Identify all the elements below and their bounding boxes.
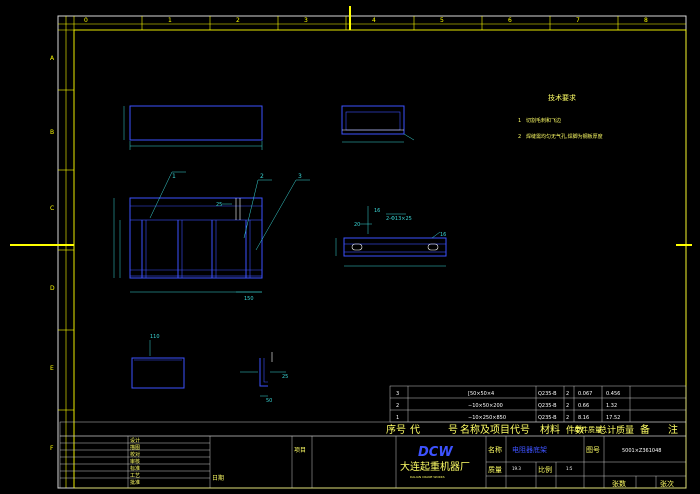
- bracket-view: [335, 206, 447, 267]
- svg-text:材料: 材料: [540, 423, 560, 436]
- svg-text:0.456: 0.456: [606, 391, 620, 397]
- parts-table-grid: [59, 385, 687, 489]
- zone-number-8: 8: [644, 17, 648, 24]
- svg-text:代: 代: [410, 424, 420, 436]
- zone-number-5: 5: [440, 17, 444, 24]
- svg-text:设计: 设计: [130, 437, 140, 444]
- svg-text:名称及项目代号: 名称及项目代号: [460, 423, 530, 436]
- angle-detail: [240, 352, 286, 397]
- tech-item-1-no: 1: [518, 118, 521, 124]
- zone-number-4: 4: [372, 17, 376, 24]
- left-zone-ticks: [58, 89, 74, 411]
- callout-20: 20: [354, 222, 360, 228]
- sheet-label: 张次: [660, 479, 674, 488]
- project-label: 项目: [294, 447, 306, 454]
- tech-item-2-text: 焊缝需均匀无气孔,焊脚为钢板厚度: [526, 133, 603, 140]
- zone-letter-e: E: [50, 365, 54, 372]
- svg-text:8.16: 8.16: [578, 415, 589, 421]
- svg-text:Q235-B: Q235-B: [538, 391, 557, 397]
- svg-text:1.32: 1.32: [606, 403, 617, 409]
- drawing-label: 图号: [586, 446, 600, 454]
- callout-50: 50: [266, 398, 272, 404]
- callout-16: 16: [374, 208, 380, 214]
- svg-text:2: 2: [396, 403, 399, 409]
- zone-number-6: 6: [508, 17, 512, 24]
- parts-row-3: 3 [50×50×4 Q235-B 2 0.067 0.456: [396, 391, 620, 397]
- company-logo: DCW: [418, 445, 453, 460]
- zone-number-0: 0: [84, 17, 88, 24]
- callout-1: 1: [172, 173, 176, 180]
- scale-value: 1:5: [566, 466, 573, 471]
- parts-row-2: 2 −10×50×200 Q235-B 2 0.66 1.32: [396, 403, 617, 409]
- zone-number-2: 2: [236, 17, 240, 24]
- callout-150: 150: [244, 296, 254, 302]
- svg-text:Q235-B: Q235-B: [538, 403, 557, 409]
- svg-text:校对: 校对: [130, 451, 140, 458]
- callout-25b: 25: [282, 374, 288, 380]
- signature-labels: 设计 描图 校对 审核 标准 工艺 批准: [130, 437, 140, 486]
- zone-number-3: 3: [304, 17, 308, 24]
- svg-text:2: 2: [566, 415, 569, 421]
- svg-text:审核: 审核: [130, 458, 140, 465]
- callout-16b: 16: [440, 232, 446, 238]
- svg-text:0.067: 0.067: [578, 391, 592, 397]
- name-label: 名称: [488, 445, 502, 454]
- zone-letter-a: A: [50, 55, 55, 62]
- date-label: 日期: [212, 474, 224, 482]
- zone-letter-b: B: [50, 129, 54, 136]
- svg-text:备: 备: [640, 423, 650, 436]
- svg-text:3: 3: [396, 391, 399, 397]
- svg-text:2: 2: [566, 403, 569, 409]
- parts-header-row: 序号 代 号 名称及项目代号 材料 件数 单件质量 总计质量 备 注: [386, 423, 678, 436]
- section-view: [131, 340, 185, 389]
- callout-hole-spec: 2-Φ13×25: [386, 216, 412, 222]
- inner-frame: [73, 29, 687, 489]
- front-view-frame: [113, 171, 310, 293]
- svg-text:工艺: 工艺: [130, 473, 140, 479]
- svg-text:号: 号: [448, 424, 458, 436]
- end-view: [341, 105, 415, 143]
- parts-row-1: 1 −10×250×850 Q235-B 2 8.16 17.52: [396, 415, 620, 421]
- callout-2: 2: [260, 173, 264, 180]
- svg-text:−10×250×850: −10×250×850: [468, 415, 506, 421]
- svg-text:2: 2: [566, 391, 569, 397]
- svg-text:−10×50×200: −10×50×200: [468, 403, 503, 409]
- svg-text:描图: 描图: [130, 444, 140, 451]
- mass-label: 质量: [488, 465, 502, 474]
- svg-text:Q235-B: Q235-B: [538, 415, 557, 421]
- svg-text:[50×50×4: [50×50×4: [468, 391, 494, 397]
- centering-marks: [10, 6, 692, 246]
- svg-text:总计质量: 总计质量: [598, 424, 634, 436]
- tech-item-1-text: 切割毛刺和飞边: [526, 117, 561, 124]
- company-name: 大连起重机器厂: [400, 460, 470, 473]
- zone-number-7: 7: [576, 17, 580, 24]
- drawing-value: 5001×Z361048: [622, 448, 661, 454]
- svg-text:单件质量: 单件质量: [574, 425, 602, 434]
- callout-110: 110: [150, 334, 160, 340]
- tech-item-2-no: 2: [518, 134, 521, 140]
- svg-text:标准: 标准: [130, 465, 140, 472]
- company-name-en: DALIAN CRANE WORKS: [410, 475, 445, 479]
- zone-number-1: 1: [168, 17, 172, 24]
- svg-text:17.52: 17.52: [606, 415, 620, 421]
- zone-letter-c: C: [50, 205, 54, 212]
- svg-text:件数: 件数: [566, 424, 584, 436]
- svg-text:1: 1: [396, 415, 399, 421]
- top-view-plate: [123, 105, 263, 150]
- svg-text:序号: 序号: [386, 423, 406, 436]
- zone-letter-d: D: [50, 285, 55, 292]
- callout-3: 3: [298, 173, 302, 180]
- name-value: 电阻器底架: [512, 445, 547, 454]
- sheets-label: 张数: [612, 479, 626, 488]
- mass-value: 19.3: [512, 466, 521, 471]
- top-zone-ticks: [141, 16, 619, 30]
- zone-letter-f: F: [50, 445, 54, 452]
- svg-text:0.66: 0.66: [578, 403, 589, 409]
- scale-label: 比例: [538, 465, 552, 474]
- tech-title: 技术要求: [548, 93, 576, 102]
- svg-text:注: 注: [668, 423, 678, 436]
- callout-25: 25: [216, 202, 222, 208]
- svg-text:批准: 批准: [130, 479, 140, 486]
